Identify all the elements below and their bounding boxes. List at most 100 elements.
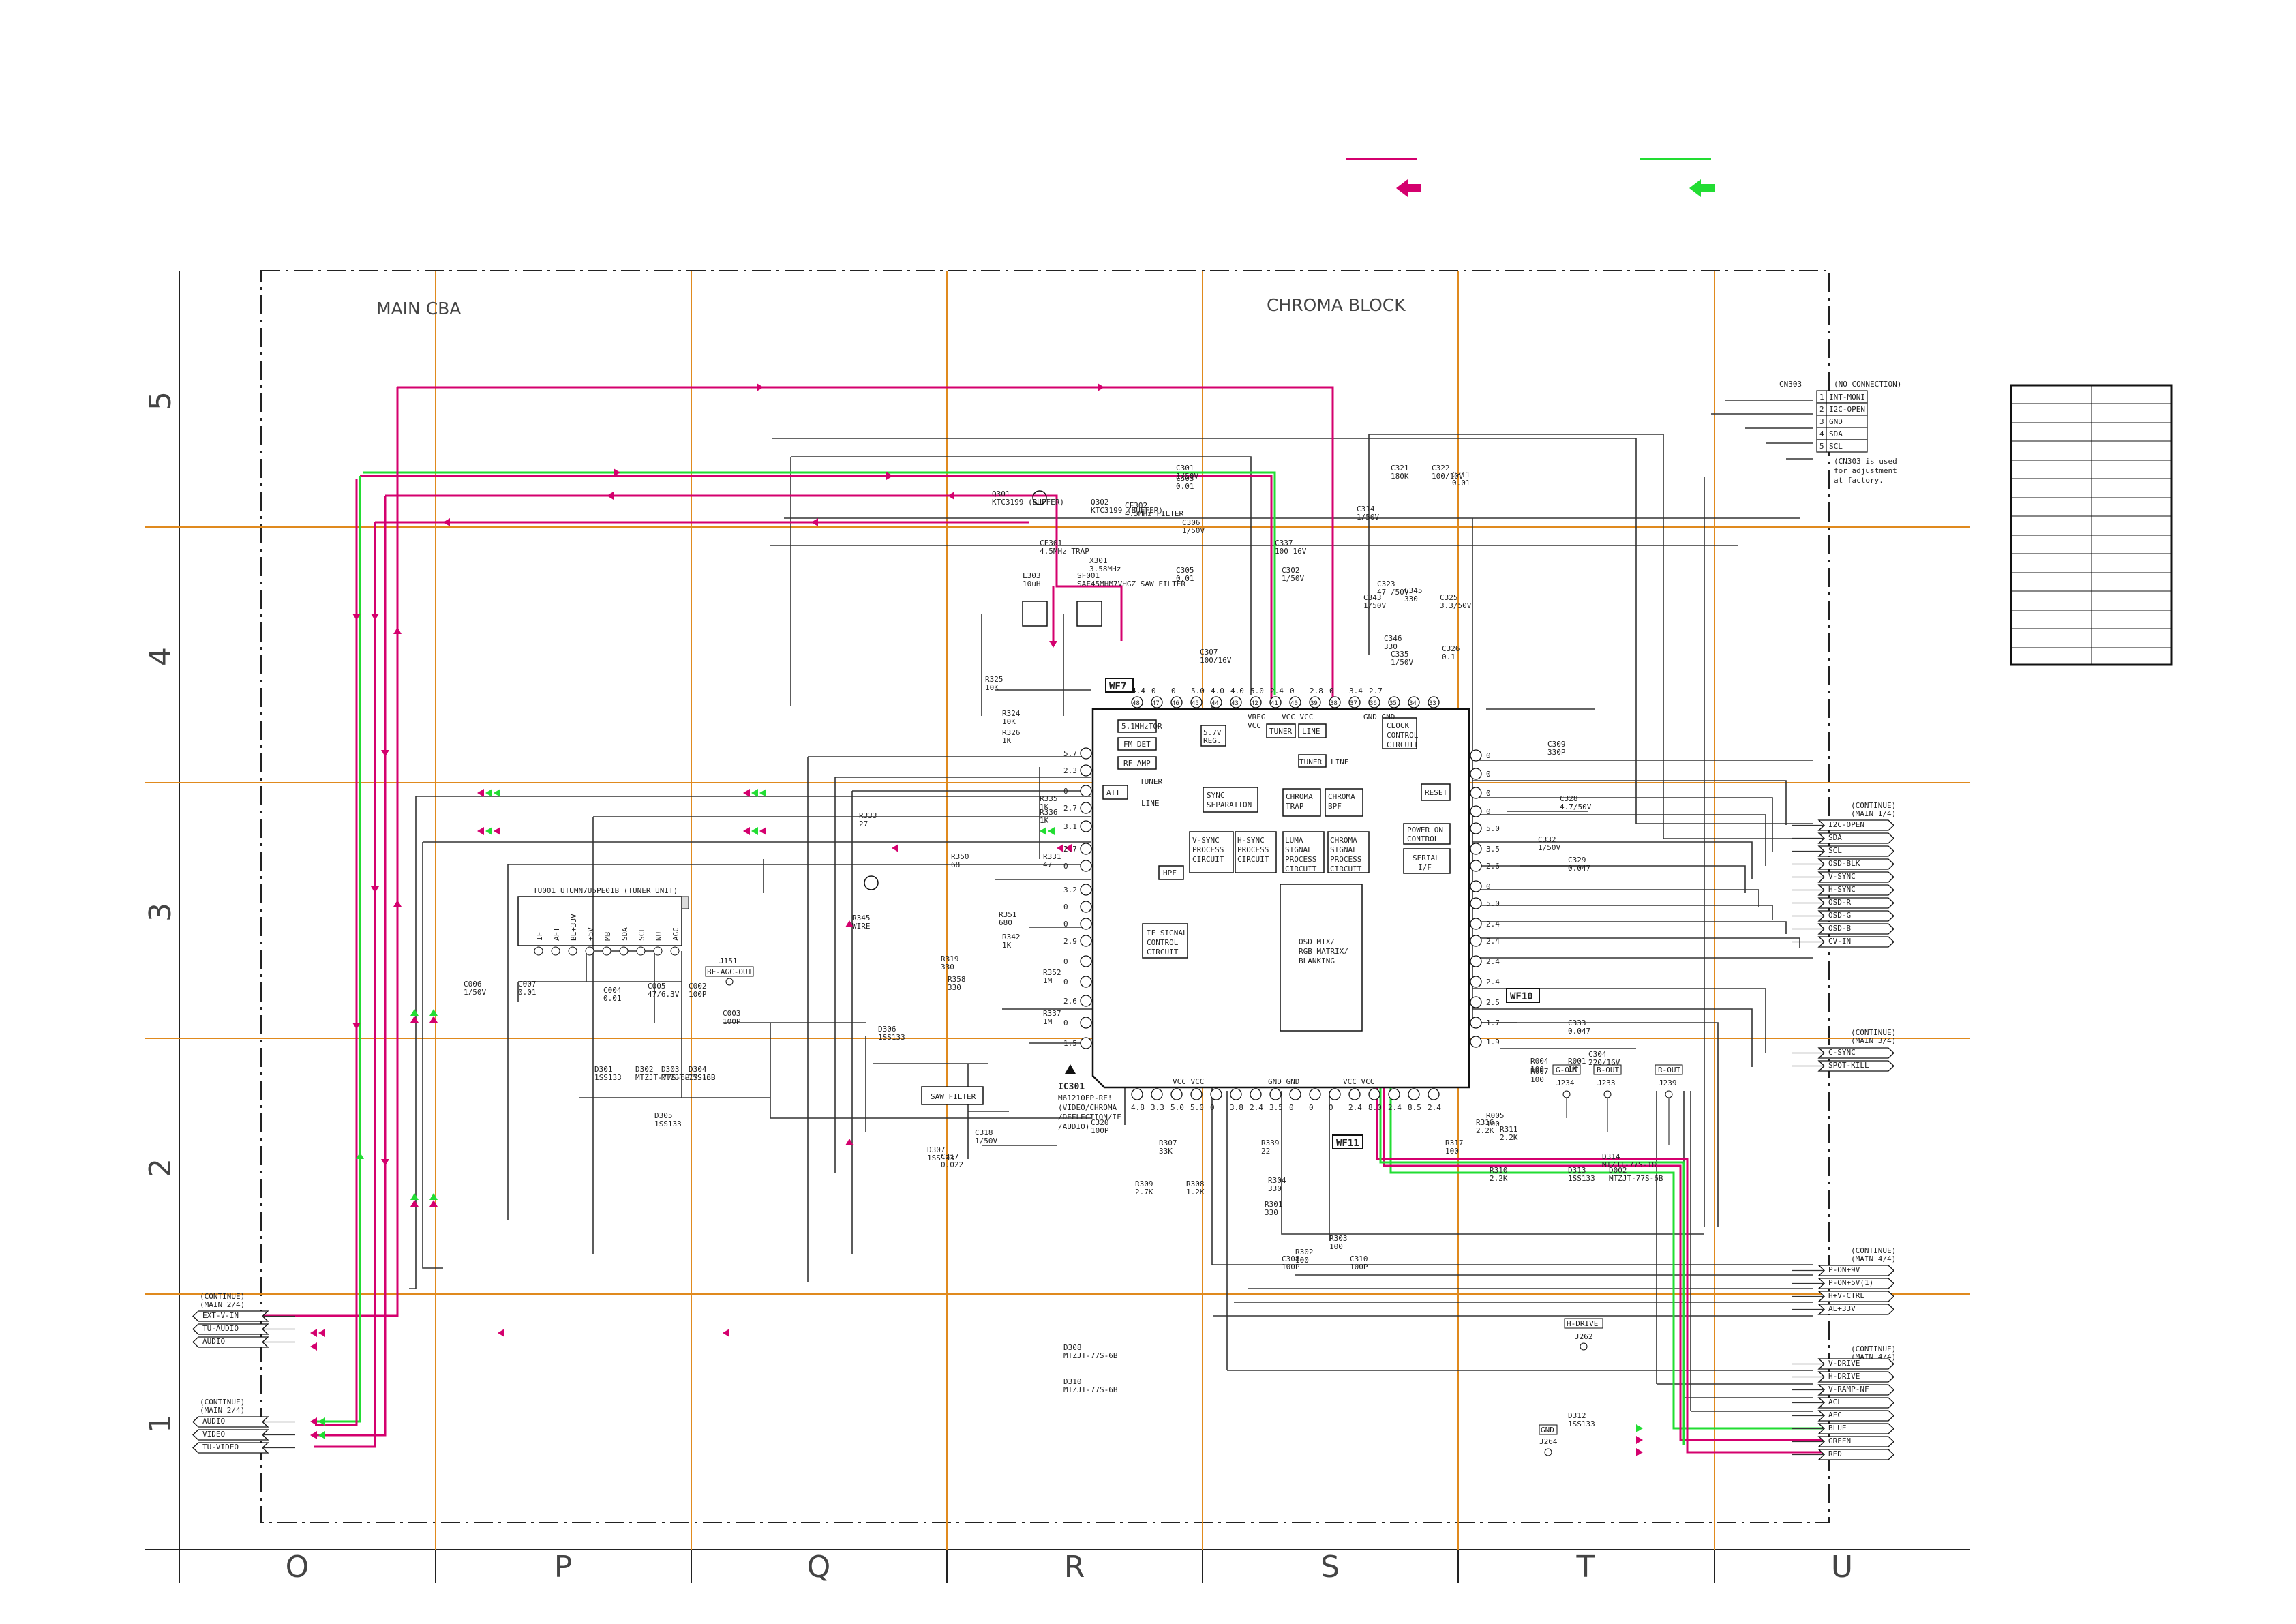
pin-voltage-right: 0 (1486, 789, 1491, 798)
column-labels: O P Q R S T U (286, 1550, 1853, 1584)
component-ref-r310: R310 (1490, 1166, 1508, 1175)
component-value-c332: 1/50V (1538, 843, 1560, 852)
component-value-r311: 2.2K (1500, 1133, 1518, 1142)
pin-voltage-bottom: 4.8 (1131, 1103, 1145, 1112)
component-value-r310: 2.2K (1490, 1174, 1508, 1183)
svg-text:OSD MIX/: OSD MIX/ (1299, 937, 1335, 946)
component-value-x301: 3.58MHz (1089, 565, 1121, 573)
col-label-r: R (1064, 1550, 1085, 1584)
pin-number-top: 40 (1290, 700, 1298, 707)
pin-voltage-left: 3.2 (1063, 886, 1077, 894)
component-value-r331: 47 (1043, 860, 1052, 869)
component-value-c323: 47 /50V (1377, 588, 1409, 597)
svg-text:CONTROL: CONTROL (1147, 938, 1179, 947)
pin-voltage-top: 4.4 (1132, 687, 1145, 695)
connector-left-audio-label: AUDIO (202, 1337, 225, 1346)
svg-text:(MAIN 2/4): (MAIN 2/4) (200, 1406, 245, 1415)
connector-h-drive-label: H-DRIVE (1828, 1372, 1860, 1381)
component-ref-c306: C306 (1182, 518, 1200, 527)
pin-number-top: 43 (1231, 700, 1239, 707)
svg-text:5.1MHzTOR: 5.1MHzTOR (1121, 722, 1162, 731)
component-value-c003: 100P (723, 1017, 741, 1026)
svg-text:INT-MONI: INT-MONI (1829, 393, 1865, 402)
component-ref-l303: L303 (1023, 571, 1041, 580)
connector-scl-label: SCL (1828, 846, 1842, 855)
component-ref-q301: Q301 (992, 490, 1010, 498)
ic301-left-pins (1080, 747, 1092, 1049)
svg-text:(CONTINUE): (CONTINUE) (1851, 1028, 1896, 1037)
pin-voltage-bottom: 3.3 (1151, 1103, 1164, 1112)
svg-text:GND: GND (1541, 1426, 1554, 1434)
pin-voltage-top: 0 (1290, 687, 1295, 695)
pin-number-top: 47 (1152, 700, 1160, 707)
col-label-o: O (286, 1550, 309, 1584)
component-ref-d308: D308 (1063, 1343, 1082, 1352)
svg-text:AGC: AGC (671, 927, 680, 941)
component-ref-q302: Q302 (1091, 498, 1109, 507)
connector-left-tu-audio-label: TU-AUDIO (202, 1324, 239, 1333)
component-value-r326: 1K (1002, 736, 1012, 745)
svg-text:VCC VCC: VCC VCC (1343, 1077, 1374, 1086)
component-value-c303: 0.01 (1176, 482, 1194, 491)
component-value-r336: 1K (1040, 816, 1049, 825)
svg-text:SCL: SCL (637, 927, 646, 941)
component-value-r005: 100 (1486, 1119, 1500, 1128)
connector-acl-label: ACL (1828, 1398, 1842, 1407)
component-ref-cf301: CF301 (1040, 539, 1062, 547)
svg-text:VCC: VCC (1248, 721, 1261, 730)
pin-voltage-right: 2.4 (1486, 937, 1500, 946)
svg-text:AFT: AFT (552, 927, 561, 941)
svg-text:CHROMA: CHROMA (1330, 836, 1357, 845)
component-value-c304: 220/16V (1588, 1058, 1620, 1067)
svg-text:RESET: RESET (1425, 788, 1447, 797)
pin-number-top: 39 (1310, 700, 1318, 707)
component-ref-d306: D306 (878, 1025, 896, 1034)
component-value-c343: 1/50V (1363, 601, 1386, 610)
component-value-d304: 1SS133 (689, 1073, 716, 1082)
svg-text:IF SIGNAL: IF SIGNAL (1147, 929, 1188, 937)
component-value-r303: 100 (1329, 1242, 1343, 1251)
component-ref-c343: C343 (1363, 593, 1382, 602)
component-ref-r339: R339 (1261, 1139, 1280, 1147)
component-value-d302: MTZJT-77S-6B (635, 1073, 690, 1082)
svg-text:RF AMP: RF AMP (1123, 759, 1151, 768)
component-value-r316: 2.2K (1476, 1126, 1494, 1135)
svg-text:SIGNAL: SIGNAL (1330, 845, 1357, 854)
component-ref-d307: D307 (927, 1145, 946, 1154)
ic301-block-labels: 5.1MHzTOR FM DET RF AMP ATT TUNER LINE H… (1106, 712, 1447, 1086)
svg-text:LINE: LINE (1302, 727, 1320, 736)
pin-voltage-left: 0 (1063, 920, 1068, 929)
svg-text:CHROMA: CHROMA (1286, 792, 1313, 801)
component-ref-d302: D302 (635, 1065, 654, 1074)
svg-text:SEPARATION: SEPARATION (1207, 800, 1252, 809)
svg-text:(VIDEO/CHROMA: (VIDEO/CHROMA (1058, 1103, 1117, 1112)
component-ref-c302: C302 (1282, 566, 1300, 575)
component-ref-c346: C346 (1384, 634, 1402, 643)
pin-voltage-right: 0 (1486, 882, 1491, 891)
pin-number-top: 35 (1389, 700, 1397, 707)
component-value-c305: 0.01 (1176, 574, 1194, 583)
component-ref-c332: C332 (1538, 835, 1556, 844)
component-value-c308: 100P (1282, 1263, 1300, 1272)
grid-lines (145, 271, 1970, 1583)
svg-text:CLOCK: CLOCK (1387, 721, 1409, 730)
component-value-r339: 22 (1261, 1147, 1270, 1156)
component-ref-d304: D304 (689, 1065, 707, 1074)
connector-left-audio-tab (192, 1416, 269, 1428)
svg-text:REG.: REG. (1203, 736, 1222, 745)
component-ref-d305: D305 (654, 1111, 673, 1120)
svg-text:SYNC: SYNC (1207, 791, 1225, 800)
svg-text:CONTROL: CONTROL (1407, 834, 1439, 843)
svg-text:TUNER: TUNER (1299, 757, 1322, 766)
component-ref-d310: D310 (1063, 1377, 1082, 1386)
component-value-r007: 100 (1530, 1075, 1544, 1084)
svg-text:IF: IF (535, 932, 544, 941)
connector-osd-r-label: OSD-R (1828, 898, 1851, 907)
svg-text:J234: J234 (1556, 1079, 1575, 1087)
svg-text:G-OUT: G-OUT (1556, 1066, 1578, 1074)
row-label-5: 5 (143, 391, 178, 410)
ic301-bottom-pins (1131, 1088, 1440, 1100)
component-value-c309: 330P (1547, 748, 1566, 757)
